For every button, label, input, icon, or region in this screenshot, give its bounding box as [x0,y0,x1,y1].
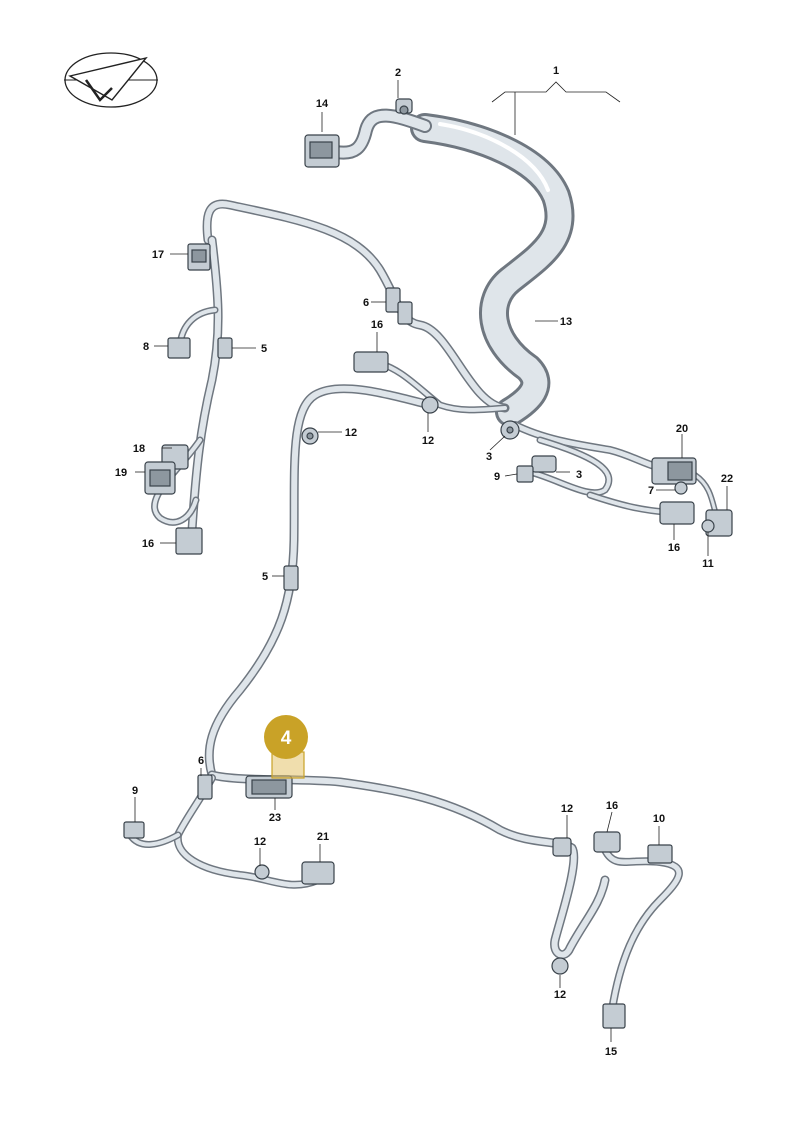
callout-8: 8 [143,341,149,353]
callout-20: 20 [676,423,688,435]
bracket-line-1 [491,81,621,103]
clip-12-bottom-left [254,864,270,880]
connector-14 [304,134,340,168]
connector-8 [167,337,191,359]
connector-20 [651,457,697,485]
clip-6-lower [197,774,213,800]
clip-12-bottom-right-top [552,837,572,857]
callout-16-upper: 16 [371,319,383,331]
callout-6-upper: 6 [363,297,369,309]
connector-16-bottom [593,831,621,853]
clip-12-top [301,427,319,445]
connector-9-lower [123,821,145,839]
clip-3-left [500,420,520,440]
callout-numbers: 1 2 14 17 6 16 13 8 5 12 12 20 18 3 19 9… [115,65,733,1058]
callout-12-upper-left: 12 [345,427,357,439]
callout-18: 18 [133,443,145,455]
connector-16-right [659,501,695,525]
callout-6-lower: 6 [198,755,204,767]
connector-23 [245,775,293,799]
callout-12-bottom: 12 [554,989,566,1001]
callout-9-upper: 9 [494,471,500,483]
main-harness-tube [410,113,575,427]
connector-17 [187,243,211,271]
callout-13: 13 [560,316,572,328]
callout-10: 10 [653,813,665,825]
highlight-marker-4: 4 [264,715,308,779]
clip-6-upper [385,287,413,325]
connector-10 [647,844,673,864]
callout-3-left: 3 [486,451,492,463]
thin-wires [126,199,719,1014]
callout-21: 21 [317,831,329,843]
clip-5a [217,337,233,359]
clip-12-bottom [551,957,569,975]
callout-11: 11 [702,558,714,570]
callout-16-bottom: 16 [606,800,618,812]
callout-14: 14 [316,98,329,110]
callout-2: 2 [395,67,401,79]
connector-21 [301,861,335,885]
clip-12-mid [421,396,439,414]
callout-9-lower: 9 [132,785,138,797]
callout-1: 1 [553,65,559,77]
callout-15: 15 [605,1046,617,1058]
callout-16-right: 16 [668,542,680,554]
callout-22: 22 [721,473,733,485]
clip-5b [283,565,299,591]
connector-9-upper [516,465,534,483]
connector-16-left [175,527,203,555]
paper-plane-logo-icon [64,52,158,108]
callout-12-lower-left: 12 [254,836,266,848]
callout-12-lower-right: 12 [561,803,573,815]
highlight-label-4: 4 [281,728,292,749]
callout-3-right: 3 [576,469,582,481]
callout-5-upper: 5 [261,343,267,355]
callout-12-upper-mid: 12 [422,435,434,447]
callout-23: 23 [269,812,281,824]
clip-2 [395,98,413,115]
callout-19: 19 [115,467,127,479]
connector-16-upper [353,351,389,373]
sensor-11 [701,519,715,533]
harness-branch-14 [329,108,432,160]
connector-19 [144,461,176,495]
callout-17: 17 [152,249,164,261]
callout-leaders [134,80,728,1042]
callout-16-left: 16 [142,538,154,550]
callout-5-lower: 5 [262,571,268,583]
callout-7: 7 [648,485,654,497]
connector-15 [602,1003,626,1029]
clip-7 [674,481,688,495]
clip-3-right [531,455,557,473]
